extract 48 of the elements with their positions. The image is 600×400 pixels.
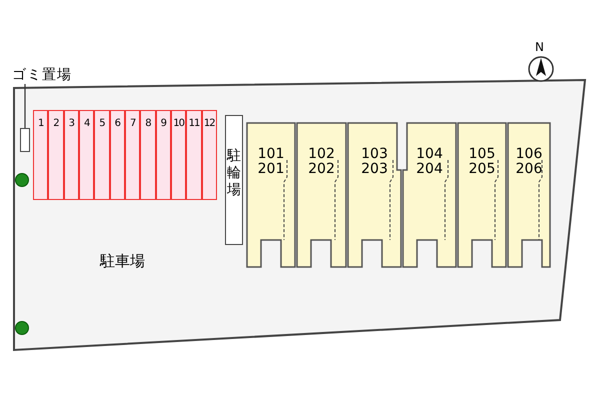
stall-number: 7	[130, 118, 136, 130]
apartment-unit	[347, 122, 402, 268]
apartment-unit	[402, 122, 457, 268]
parking-stall	[186, 110, 202, 200]
room-number: 202	[307, 162, 336, 176]
parking-stall	[110, 110, 125, 200]
area-label: 駐車場	[100, 252, 145, 271]
room-number: 105	[468, 147, 496, 161]
parking-stall	[156, 110, 171, 200]
parking-stall	[202, 110, 217, 200]
stall-number: 10	[173, 118, 184, 130]
parking-stall	[78, 110, 94, 200]
parking-stall	[124, 110, 140, 200]
stall-number: 11	[188, 118, 200, 130]
room-number: 206	[514, 162, 544, 176]
stall-number: 3	[68, 118, 74, 130]
apartment-unit	[246, 122, 296, 268]
apartment-unit	[507, 122, 551, 268]
stall-number: 8	[145, 118, 151, 130]
room-number: 106	[514, 147, 544, 161]
parking-stall	[170, 110, 186, 200]
parking-stall	[140, 110, 156, 200]
bicycle-parking	[225, 115, 243, 245]
stall-number: 12	[204, 118, 215, 130]
room-number: 104	[415, 147, 444, 161]
parking-stall	[64, 110, 79, 200]
stall-number: 2	[53, 118, 59, 130]
parking-stall	[33, 110, 48, 200]
apartment-unit	[296, 122, 347, 268]
room-number: 201	[256, 162, 286, 176]
stall-number: 5	[99, 118, 105, 130]
room-number: 101	[256, 147, 286, 161]
room-number: 204	[415, 162, 444, 176]
room-number: 203	[360, 162, 389, 176]
apartment-unit	[457, 122, 507, 268]
parking-stall	[94, 110, 110, 200]
room-number: 103	[360, 147, 389, 161]
area-label: ゴミ置場	[12, 67, 72, 83]
parking-stall	[48, 110, 64, 200]
stall-number: 4	[84, 118, 90, 130]
area-label: 駐輪場	[227, 148, 241, 199]
room-number: 205	[468, 162, 496, 176]
stall-number: 6	[114, 118, 120, 130]
stall-number: 1	[38, 118, 44, 130]
stall-number: 9	[160, 118, 166, 130]
compass-letter: N	[535, 40, 544, 54]
room-number: 102	[307, 147, 336, 161]
bin-box	[20, 128, 30, 152]
